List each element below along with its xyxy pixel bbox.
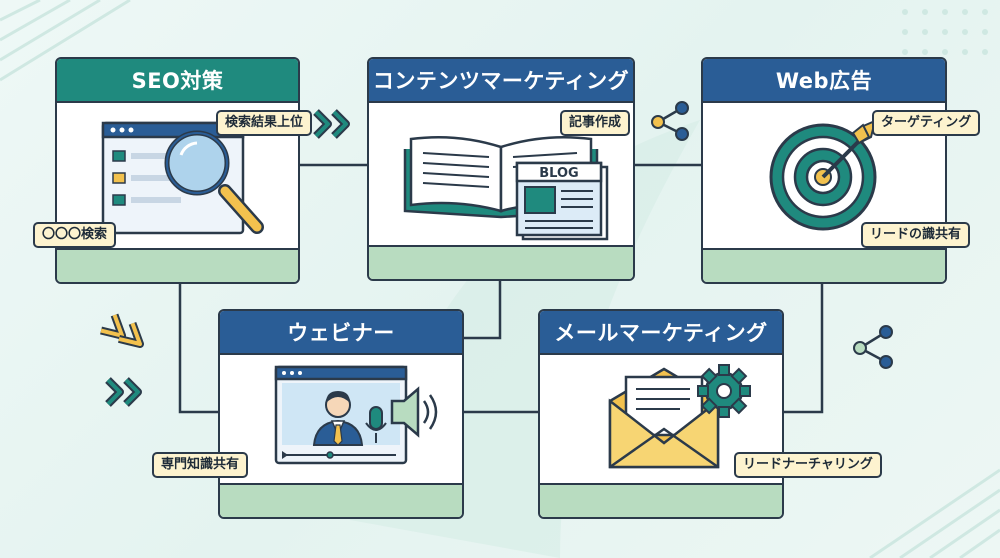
chevron-down-right-double-icon xyxy=(100,313,144,349)
share-network-icon xyxy=(651,101,689,141)
seo-card-footer xyxy=(57,248,298,282)
envelope-gear-icon xyxy=(608,364,751,469)
content-card-footer xyxy=(369,245,633,279)
seo-card: SEO対策 xyxy=(55,57,300,284)
tag-lead: リードの識共有 xyxy=(861,222,971,248)
webad-card: Web広告 xyxy=(701,57,947,284)
video-presenter-icon xyxy=(274,365,438,465)
content-card: コンテンツマーケティング BLOG xyxy=(367,57,635,281)
webad-card-footer xyxy=(703,248,945,282)
mail-card: メールマーケティング xyxy=(538,309,784,519)
webinar-card-footer xyxy=(220,483,462,517)
chevron-right-double-icon xyxy=(313,109,350,139)
tag-search: 〇〇〇検索 xyxy=(33,222,117,248)
webad-card-title: Web広告 xyxy=(703,59,945,103)
target-icon xyxy=(769,119,877,231)
chevron-right-double-icon xyxy=(105,377,142,407)
tag-knowledge: 専門知識共有 xyxy=(152,452,249,478)
content-card-title: コンテンツマーケティング xyxy=(369,59,633,103)
mail-card-footer xyxy=(540,483,782,517)
tag-nurturing: リードナーチャリング xyxy=(734,452,882,478)
tag-ranking: 検索結果上位 xyxy=(216,110,313,136)
seo-card-title: SEO対策 xyxy=(57,59,298,103)
mail-card-title: メールマーケティング xyxy=(540,311,782,355)
book-blog-icon: BLOG xyxy=(403,135,609,241)
tag-targeting: ターゲティング xyxy=(872,110,981,136)
magnifier-browser-icon xyxy=(101,121,264,235)
webinar-card: ウェビナー xyxy=(218,309,464,519)
webinar-card-title: ウェビナー xyxy=(220,311,462,355)
blog-label: BLOG xyxy=(539,166,578,181)
tag-article: 記事作成 xyxy=(560,110,631,136)
share-network-icon xyxy=(853,325,893,369)
